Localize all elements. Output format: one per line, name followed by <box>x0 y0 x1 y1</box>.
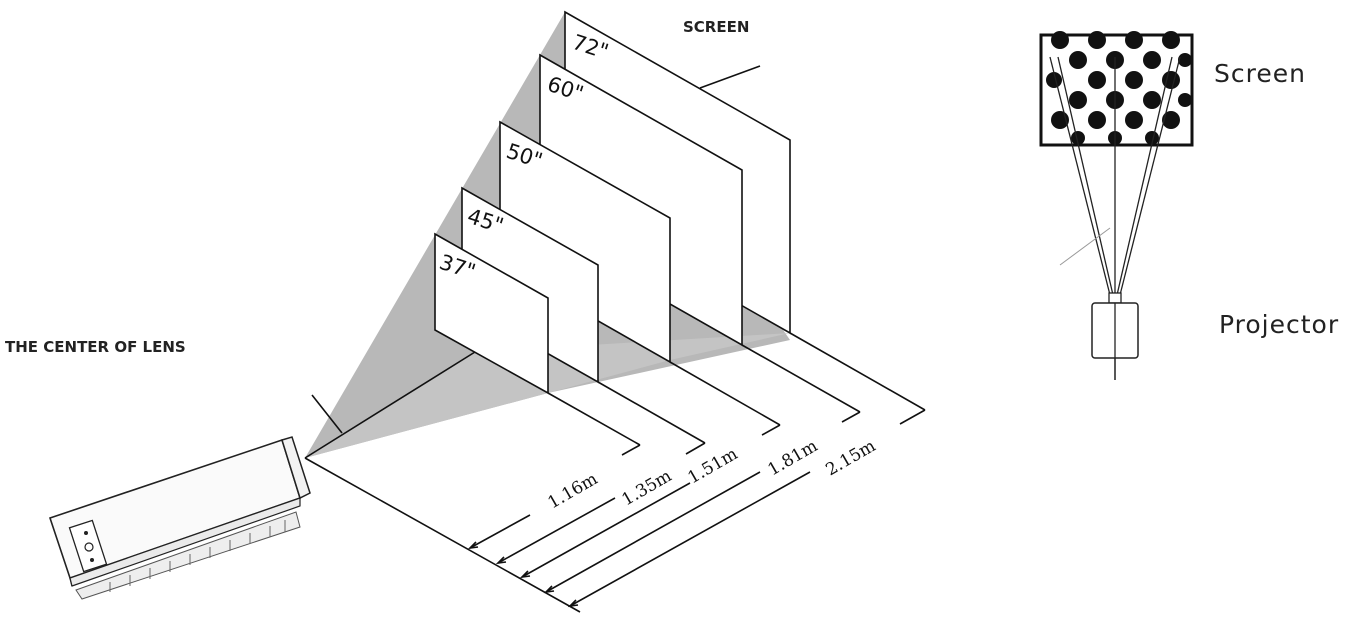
screen-side-label: Screen <box>1214 59 1306 88</box>
floor-line <box>304 457 581 613</box>
distance-label: 1.35m <box>619 466 676 510</box>
distance-label: 1.16m <box>545 469 602 513</box>
lens-leader-line <box>311 394 343 434</box>
projector-illustration <box>48 436 311 600</box>
power-button-icon <box>84 542 94 552</box>
projector-side-label: Projector <box>1219 310 1339 339</box>
top-view-diagram <box>1039 31 1194 380</box>
lens-center-label: THE CENTER OF LENS <box>5 338 186 356</box>
distance-label: 1.81m <box>765 436 822 480</box>
base-lines <box>547 332 926 446</box>
floor-line <box>304 351 476 459</box>
dimension-lines <box>467 409 926 608</box>
screen-label: SCREEN <box>683 18 749 36</box>
distance-label: 2.15m <box>823 436 880 480</box>
screen-leader-line <box>699 65 761 89</box>
